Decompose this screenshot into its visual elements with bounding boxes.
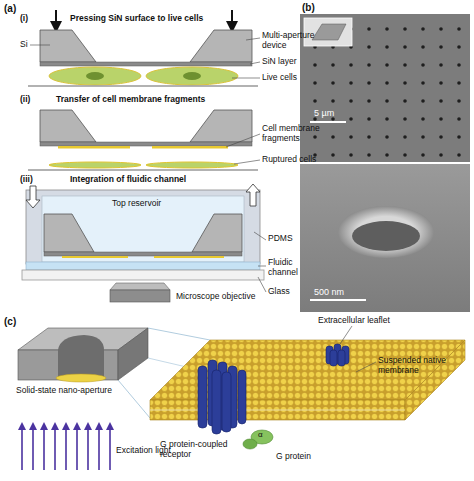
part-label: Top reservoir <box>112 199 161 209</box>
subunit-label: α <box>258 431 263 440</box>
step-title: Integration of fluidic channel <box>70 175 186 185</box>
part-label: Extracellular leaflet <box>318 316 390 326</box>
part-label: Cell membrane fragments <box>262 124 324 143</box>
part-label: Solid-state nano-aperture <box>16 386 112 396</box>
part-label: Live cells <box>262 73 297 83</box>
part-label: Glass <box>268 287 290 297</box>
scale-label: 500 nm <box>314 287 344 297</box>
part-label: Fluidic channel <box>268 258 312 277</box>
step-number: (iii) <box>20 175 33 185</box>
part-label: Suspended native membrane <box>378 356 458 375</box>
part-label: Multi-aperture device <box>262 31 324 50</box>
part-label: PDMS <box>268 234 293 244</box>
part-label: Microscope objective <box>176 292 266 302</box>
step-title: Transfer of cell membrane fragments <box>56 95 205 105</box>
step-number: (ii) <box>20 95 30 105</box>
part-label: SiN layer <box>262 57 296 67</box>
part-label: G protein-coupled receptor <box>160 440 230 459</box>
scale-label: 5 µm <box>314 108 334 118</box>
panel-label: (c) <box>4 316 16 327</box>
part-label: Ruptured cells <box>262 155 316 165</box>
panel-label: (b) <box>302 2 315 13</box>
step-number: (i) <box>20 14 28 24</box>
panel-label: (a) <box>4 3 16 14</box>
step-title: Pressing SiN surface to live cells <box>70 14 203 24</box>
part-label: G protein <box>276 452 311 462</box>
part-label: Si <box>20 40 28 50</box>
